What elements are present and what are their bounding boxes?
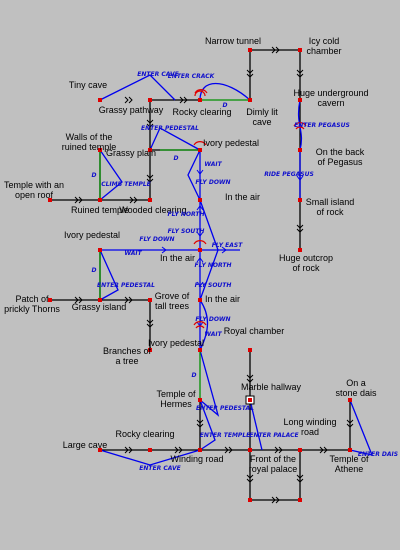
action-d-3: D: [92, 172, 97, 179]
action-wait-low: WAIT: [204, 331, 222, 338]
action-enter-crack: ENTER CRACK: [168, 73, 216, 80]
label-wooded-clearing: Wooded clearing: [119, 205, 186, 215]
label-winding-road: Winding road: [170, 454, 223, 464]
action-fly-east: FLY EAST: [212, 242, 243, 249]
action-enter-palace: ENTER PALACE: [249, 432, 299, 439]
action-enter-cave-bottom: ENTER CAVE: [139, 465, 181, 472]
label-ivory-pedestal-top: Ivory pedestal: [203, 138, 259, 148]
action-enter-cave-top: ENTER CAVE: [137, 71, 179, 78]
path-ticks: [74, 46, 354, 504]
action-fly-down-top: FLY DOWN: [195, 179, 230, 186]
door-arcs: [193, 89, 307, 329]
label-rocky-clearing-bottom: Rocky clearing: [115, 429, 174, 439]
action-fly-down-mid: FLY DOWN: [139, 236, 174, 243]
green-paths: [99, 99, 250, 400]
location-nodes: [48, 48, 352, 502]
label-tiny-cave: Tiny cave: [69, 80, 107, 90]
blue-paths: [99, 74, 374, 466]
action-fly-north-2: FLY NORTH: [194, 262, 231, 269]
action-enter-pedestal-plain: ENTER PEDESTAL: [141, 125, 199, 132]
label-rocky-clearing-top: Rocky clearing: [172, 107, 231, 117]
action-labels: ENTER CAVE ENTER CRACK ENTER PEGASUS ENT…: [92, 71, 399, 472]
action-fly-south-2: FLY SOUTH: [195, 282, 232, 289]
label-ruined-temple: Ruined temple: [71, 205, 129, 215]
label-large-cave: Large cave: [63, 440, 108, 450]
label-marble-hallway: Marble hallway: [241, 382, 302, 392]
label-in-the-air-1: In the air: [225, 192, 260, 202]
action-fly-south-1: FLY SOUTH: [168, 228, 205, 235]
action-enter-temple: ENTER TEMPLE: [200, 432, 251, 439]
label-grassy-pathway: Grassy pathway: [99, 105, 164, 115]
action-wait-mid: WAIT: [124, 250, 142, 257]
label-ivory-pedestal-mid: Ivory pedestal: [64, 230, 120, 240]
action-d-2: D: [174, 155, 179, 162]
label-grassy-island: Grassy island: [72, 302, 127, 312]
flight-arrows: [161, 169, 304, 327]
label-in-the-air-3: In the air: [205, 294, 240, 304]
action-climb-temple: CLIMB TEMPLE: [101, 181, 151, 188]
label-narrow-tunnel: Narrow tunnel: [205, 36, 261, 46]
action-enter-pedestal-hermes: ENTER PEDESTAL: [196, 405, 254, 412]
action-ride-pegasus: RIDE PEGASUS: [264, 171, 314, 178]
action-fly-down-low: FLY DOWN: [195, 316, 230, 323]
action-enter-dais: ENTER DAIS: [358, 451, 398, 458]
action-enter-pegasus: ENTER PEGASUS: [294, 122, 350, 129]
action-fly-north-1: FLY NORTH: [167, 211, 204, 218]
action-enter-pedestal-island: ENTER PEDESTAL: [97, 282, 155, 289]
label-ivory-pedestal-low: Ivory pedestal: [148, 338, 204, 348]
label-grassy-plain: Grassy plain: [106, 148, 156, 158]
action-wait-top: WAIT: [204, 161, 222, 168]
action-d-1: D: [223, 102, 228, 109]
label-royal-chamber: Royal chamber: [224, 326, 285, 336]
action-d-4: D: [92, 267, 97, 274]
action-d-5: D: [192, 372, 197, 379]
label-in-the-air-2: In the air: [160, 253, 195, 263]
